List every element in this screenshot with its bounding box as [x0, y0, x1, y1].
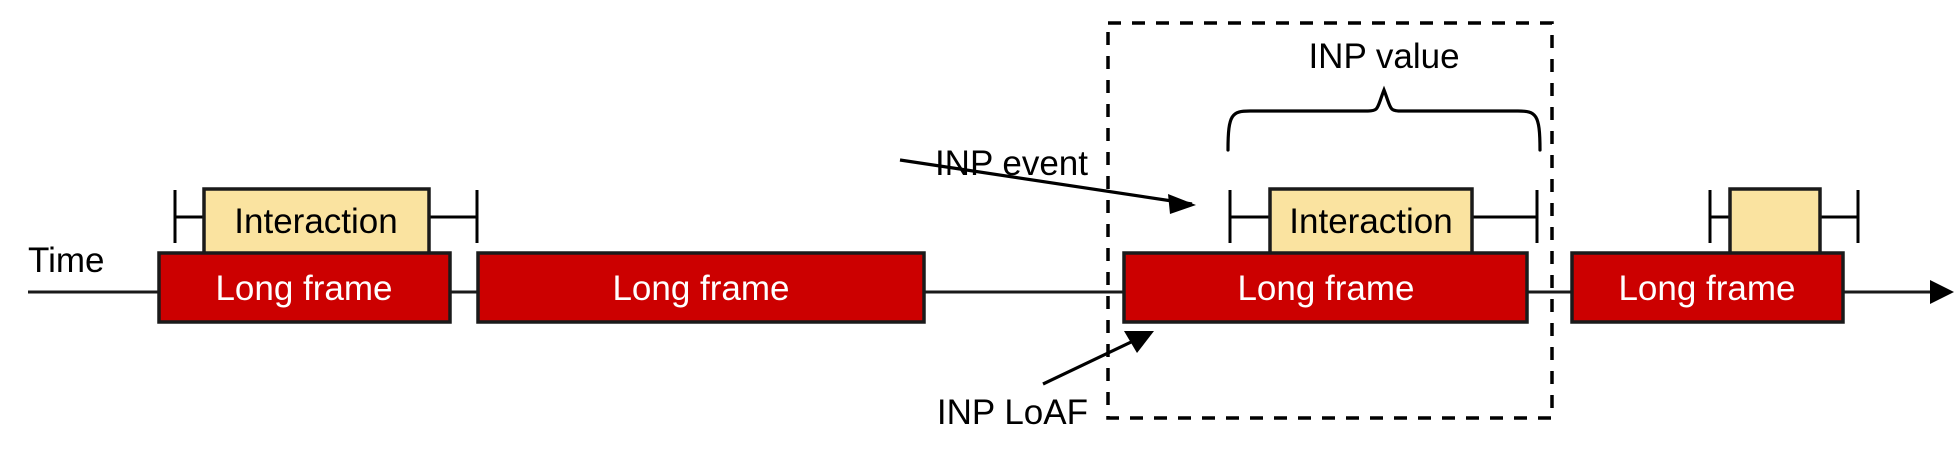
long-frame-4-label: Long frame: [1618, 269, 1795, 308]
long-frame-2-label: Long frame: [612, 269, 789, 308]
interaction-1-box[interactable]: [202, 187, 431, 257]
interaction-2-box[interactable]: [1268, 187, 1474, 257]
long-frame-3-box[interactable]: [1122, 251, 1529, 324]
interaction-2-label: Interaction: [1289, 202, 1452, 241]
long-frame-1-label: Long frame: [215, 269, 392, 308]
inp-value-brace: [1226, 85, 1542, 152]
long-frame-2-box[interactable]: [476, 251, 926, 324]
timeline-arrowhead: [1930, 280, 1954, 304]
interaction-1-label: Interaction: [234, 202, 397, 241]
frame-group-4: Long frame: [1570, 187, 1860, 324]
inp-window-dashed-box: [1106, 21, 1554, 420]
inp-loaf-label: INP LoAF: [937, 393, 1088, 432]
frame-group-1: Interaction Long frame: [157, 187, 479, 324]
inp-event-arrow: [899, 158, 1196, 214]
frame-group-3: Interaction Long frame: [1122, 187, 1539, 324]
frame-group-2: Long frame: [476, 251, 926, 324]
interaction-3-box[interactable]: [1728, 187, 1822, 257]
time-axis-label: Time: [28, 241, 104, 280]
inp-loaf-arrow: [1042, 331, 1154, 386]
long-frame-1-box[interactable]: [157, 251, 452, 324]
long-frame-3-label: Long frame: [1237, 269, 1414, 308]
long-frame-4-box[interactable]: [1570, 251, 1845, 324]
inp-value-label: INP value: [1308, 37, 1459, 76]
